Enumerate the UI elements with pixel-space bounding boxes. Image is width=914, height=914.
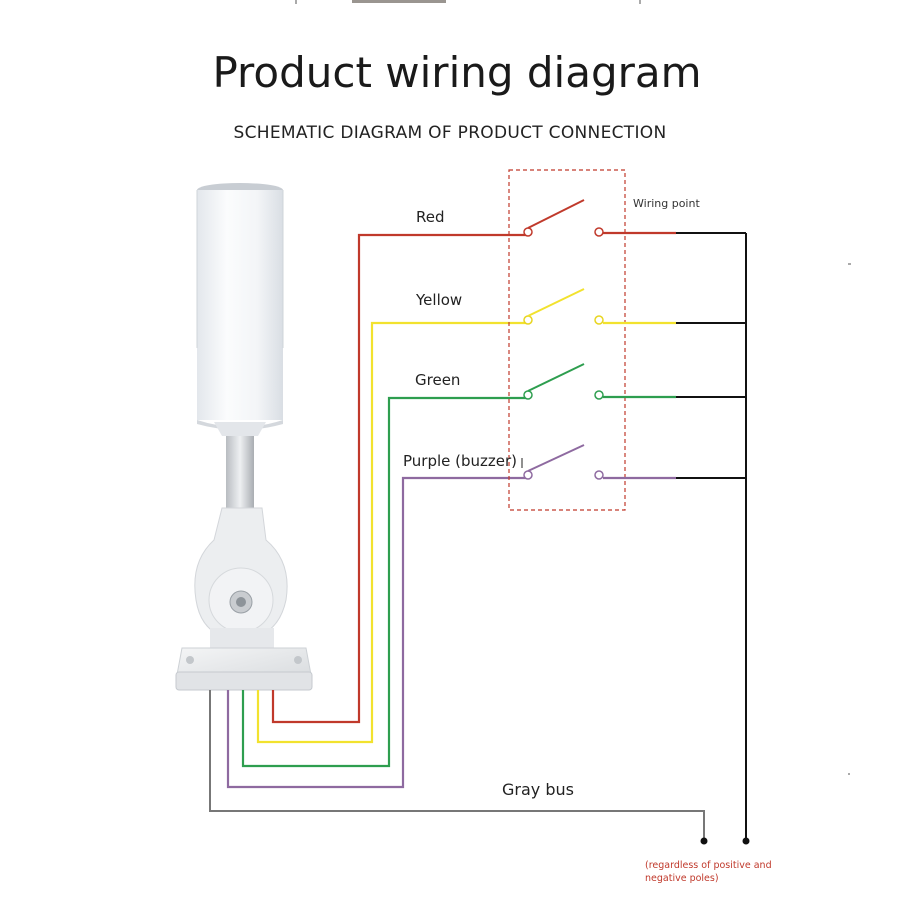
- gray-bus-path: [209, 690, 705, 840]
- wire-red-path: [271, 233, 528, 724]
- gray-bus-terminal: [700, 837, 708, 845]
- label-gray-bus: Gray bus: [502, 780, 574, 799]
- wiring-point-box: [508, 169, 626, 511]
- wire-purple: [226, 476, 528, 789]
- top-fragment: [295, 0, 641, 4]
- pole-note-line1: (regardless of positive and: [645, 860, 772, 871]
- label-purple: Purple (buzzer): [403, 452, 517, 470]
- switch-purple: [523, 444, 676, 480]
- label-wiring-point: Wiring point: [633, 197, 700, 210]
- wire-gray-bus: [209, 690, 708, 845]
- label-green: Green: [415, 371, 460, 389]
- pole-note-line2: negative poles): [645, 873, 719, 884]
- page-title: Product wiring diagram: [212, 48, 702, 97]
- page-subtitle: SCHEMATIC DIAGRAM OF PRODUCT CONNECTION: [233, 123, 667, 143]
- switch-red: [523, 199, 676, 237]
- switch-yellow: [523, 288, 676, 325]
- wire-yellow: [256, 321, 528, 744]
- label-yellow: Yellow: [415, 291, 462, 309]
- switch-green: [523, 363, 676, 400]
- tower-light: [175, 183, 313, 691]
- wire-yellow-path: [256, 321, 528, 744]
- wire-purple-path: [226, 476, 528, 789]
- black-bus-terminal: [742, 837, 750, 845]
- black-bus: [676, 232, 750, 845]
- wire-red: [271, 233, 528, 724]
- wire-green-path: [241, 396, 528, 768]
- wire-green: [241, 396, 528, 768]
- label-red: Red: [416, 208, 445, 226]
